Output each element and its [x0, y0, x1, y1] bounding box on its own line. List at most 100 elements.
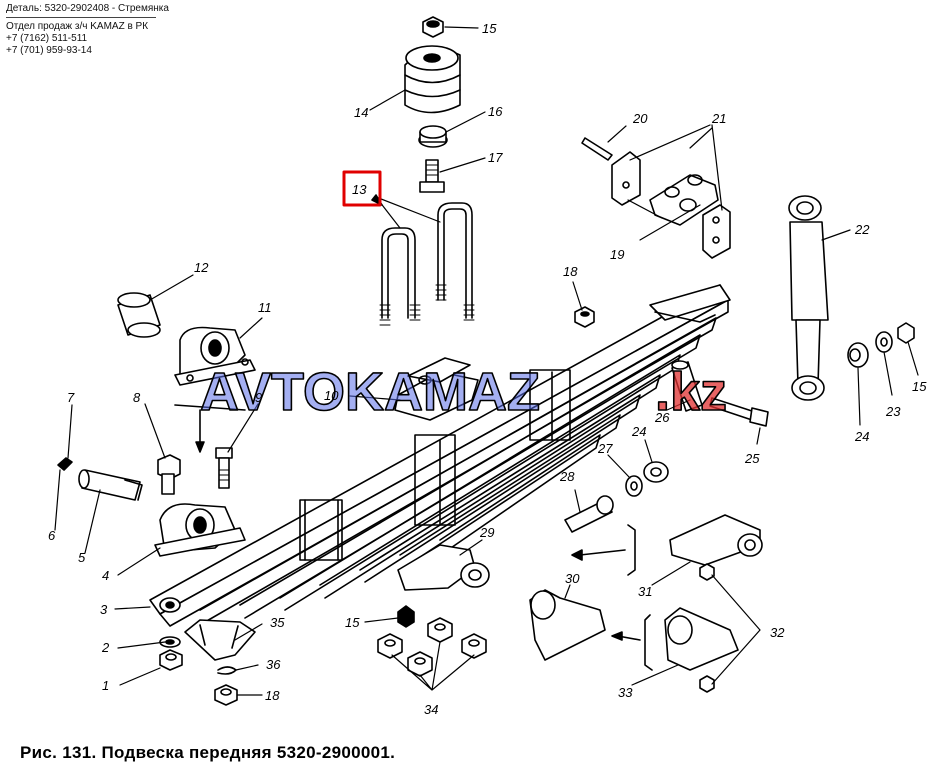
leader-lines	[54, 26, 919, 696]
part-labels: 1 2 3 4 5 6 7 8 9 10 11 12 13 14 15 15 1…	[48, 21, 927, 717]
header-info: Деталь: 5320-2902408 - Стремянка Отдел п…	[6, 3, 169, 57]
arrow-head	[195, 441, 205, 453]
detail-line: Деталь: 5320-2902408 - Стремянка	[6, 3, 169, 14]
bushing-26-part[interactable]	[671, 360, 703, 412]
bolt-25-part[interactable]	[709, 397, 769, 427]
label-15-right[interactable]: 15	[912, 379, 927, 394]
label-3[interactable]: 3	[100, 602, 108, 617]
nut-top-part[interactable]	[422, 16, 444, 38]
bushing-24-part[interactable]	[847, 342, 869, 368]
rubber-buffer-part[interactable]	[404, 45, 461, 114]
label-24-b[interactable]: 24	[631, 424, 646, 439]
watermark-zone: .kz	[655, 362, 727, 422]
label-32[interactable]: 32	[770, 625, 785, 640]
label-25[interactable]: 25	[744, 451, 760, 466]
nut-32-part[interactable]	[699, 563, 715, 693]
label-1[interactable]: 1	[102, 678, 109, 693]
bracket-33-part[interactable]	[664, 607, 739, 671]
label-22[interactable]: 22	[854, 222, 870, 237]
label-26[interactable]: 26	[654, 410, 670, 425]
label-31[interactable]: 31	[638, 584, 652, 599]
label-10[interactable]: 10	[324, 388, 339, 403]
label-27[interactable]: 27	[597, 441, 613, 456]
label-7[interactable]: 7	[67, 390, 75, 405]
bracket-19-part[interactable]	[649, 174, 719, 226]
nut-15-bottom-part[interactable]	[397, 605, 415, 628]
nut-18-part[interactable]	[574, 306, 595, 328]
washer-23-part[interactable]	[875, 331, 893, 353]
leaf-spring[interactable]	[149, 284, 731, 627]
label-18[interactable]: 18	[563, 264, 578, 279]
spring-clamp[interactable]	[299, 369, 571, 561]
arrow-head-2	[571, 549, 583, 561]
bolt-part[interactable]	[419, 159, 445, 193]
label-2[interactable]: 2	[101, 640, 110, 655]
label-6[interactable]: 6	[48, 528, 56, 543]
bracket-21a-part[interactable]	[611, 151, 641, 206]
bracket-31-part[interactable]	[669, 514, 763, 566]
spring-washer-part[interactable]	[217, 666, 237, 675]
washer-27-part[interactable]	[625, 475, 643, 497]
label-12[interactable]: 12	[194, 260, 209, 275]
u-bolt-part[interactable]	[379, 202, 475, 326]
label-19[interactable]: 19	[610, 247, 624, 262]
label-28[interactable]: 28	[559, 469, 575, 484]
clamp-plate-part[interactable]	[184, 619, 256, 661]
figure-caption: Рис. 131. Подвеска передняя 5320-2900001…	[20, 743, 396, 762]
watermark-brand: AVTOKAMAZ	[200, 362, 540, 422]
label-5[interactable]: 5	[78, 550, 86, 565]
bracket-21b-part[interactable]	[702, 204, 731, 259]
bracket-29-part[interactable]	[397, 544, 490, 591]
label-24[interactable]: 24	[854, 429, 869, 444]
label-23[interactable]: 23	[885, 404, 901, 419]
bolt-9-part[interactable]	[215, 447, 233, 489]
dept-line: Отдел продаж з/ч KAMAZ в РК	[6, 21, 149, 32]
label-30[interactable]: 30	[565, 571, 580, 586]
front-bracket-part[interactable]	[174, 326, 256, 386]
nuts-34-part[interactable]	[377, 617, 487, 677]
bushing-part[interactable]	[117, 292, 161, 338]
label-18-bottom[interactable]: 18	[265, 688, 280, 703]
label-17[interactable]: 17	[488, 150, 503, 165]
label-11[interactable]: 11	[258, 300, 272, 315]
label-9[interactable]: 9	[255, 390, 262, 405]
bolt-8-part[interactable]	[157, 454, 181, 495]
label-36[interactable]: 36	[266, 657, 281, 672]
label-8[interactable]: 8	[133, 390, 141, 405]
arrow-head-3	[611, 631, 623, 641]
phone-1: +7 (7162) 511-511	[6, 33, 88, 44]
label-33[interactable]: 33	[618, 685, 633, 700]
washer-2-part[interactable]	[159, 636, 181, 648]
nut-15-right-part[interactable]	[897, 322, 915, 344]
label-20[interactable]: 20	[632, 111, 648, 126]
bracket-indicator	[627, 524, 636, 576]
label-21[interactable]: 21	[711, 111, 726, 126]
header-divider	[6, 17, 156, 18]
label-15-bottom[interactable]: 15	[345, 615, 360, 630]
bracket-30-part[interactable]	[529, 589, 606, 661]
label-13[interactable]: 13	[352, 182, 367, 197]
pin-20-part[interactable]	[581, 137, 613, 161]
shock-absorber-part[interactable]	[788, 195, 829, 401]
nut-1-part[interactable]	[159, 649, 183, 671]
pin-28-part[interactable]	[564, 495, 614, 533]
pin-part[interactable]	[78, 469, 143, 501]
label-14[interactable]: 14	[354, 105, 368, 120]
arrow-line	[579, 549, 626, 556]
highlight-box-13[interactable]	[342, 170, 382, 207]
label-15-top[interactable]: 15	[482, 21, 497, 36]
label-35[interactable]: 35	[270, 615, 285, 630]
phone-2: +7 (701) 959-93-14	[6, 45, 92, 56]
nut-18-bottom-part[interactable]	[214, 684, 238, 706]
washer-part[interactable]	[418, 125, 448, 148]
label-29[interactable]: 29	[479, 525, 494, 540]
bracket-indicator-2	[644, 614, 653, 671]
clip-part[interactable]	[57, 457, 73, 471]
label-34[interactable]: 34	[424, 702, 438, 717]
label-16[interactable]: 16	[488, 104, 503, 119]
rear-bracket-part[interactable]	[154, 503, 246, 557]
bushing-24b-part[interactable]	[643, 461, 669, 483]
spring-pad-part[interactable]	[394, 357, 479, 421]
label-4[interactable]: 4	[102, 568, 109, 583]
